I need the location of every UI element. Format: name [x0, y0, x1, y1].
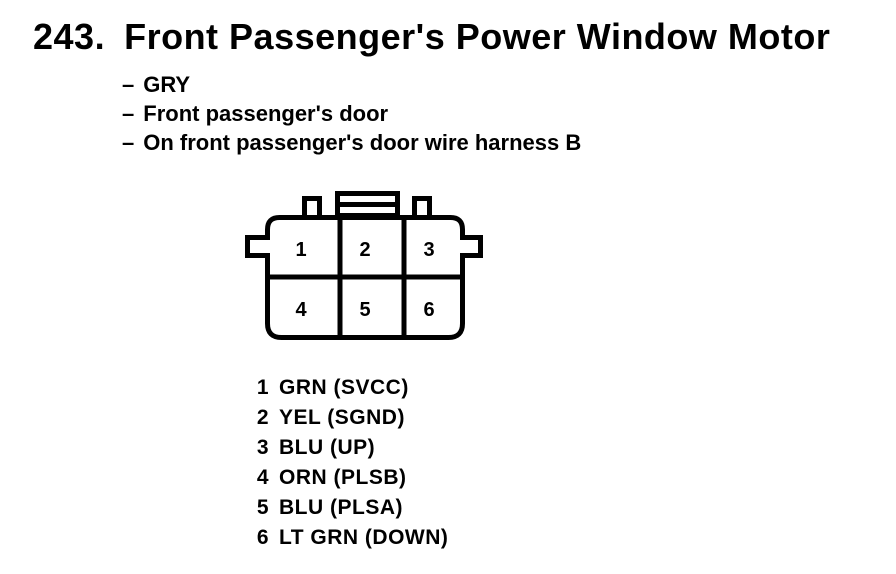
pin-wire-label: BLU (PLSA) [279, 496, 403, 519]
connector-center-latch [335, 191, 400, 218]
pin-wire-label: BLU (UP) [279, 436, 376, 459]
pin-number: 4 [256, 466, 269, 489]
cavity-2: 2 [359, 239, 370, 261]
note-text-harness: On front passenger's door wire harness B [143, 130, 582, 155]
pin-list: 1 GRN (SVCC) 2 YEL (SGND) 3 BLU (UP) 4 O… [256, 373, 448, 553]
note-text-location: Front passenger's door [143, 101, 389, 126]
pin-number: 6 [256, 526, 269, 549]
pin-wire-label: ORN (PLSB) [279, 466, 407, 489]
figure-title: Front Passenger's Power Window Motor [124, 16, 831, 57]
pin-row: 4 ORN (PLSB) [256, 463, 448, 493]
cavity-3: 3 [423, 239, 434, 261]
cavity-6: 6 [423, 299, 434, 321]
pin-row: 2 YEL (SGND) [256, 403, 448, 433]
cavity-1: 1 [295, 239, 306, 261]
note-line: – Front passenger's door [122, 99, 581, 128]
note-line: – On front passenger's door wire harness… [122, 128, 581, 157]
pin-number: 1 [256, 376, 269, 399]
cavity-5: 5 [359, 299, 370, 321]
pin-wire-label: LT GRN (DOWN) [279, 526, 449, 549]
connector-left-tab [302, 196, 322, 219]
pin-row: 6 LT GRN (DOWN) [256, 523, 448, 553]
cavity-4: 4 [295, 299, 307, 321]
connector-left-wing [245, 235, 270, 258]
pin-number: 2 [256, 406, 269, 429]
dash-bullet: – [122, 130, 135, 155]
pin-number: 3 [256, 436, 269, 459]
pin-wire-label: GRN (SVCC) [279, 376, 409, 399]
pin-wire-label: YEL (SGND) [279, 406, 405, 429]
note-text-color: GRY [143, 72, 191, 97]
figure-number: 243. [33, 16, 106, 57]
note-line: – GRY [122, 70, 581, 99]
pin-row: 1 GRN (SVCC) [256, 373, 448, 403]
connector-grid [267, 216, 463, 338]
connector-right-wing [460, 235, 483, 258]
page-title: 243. Front Passenger's Power Window Moto… [33, 16, 830, 58]
dash-bullet: – [122, 101, 135, 126]
pin-row: 3 BLU (UP) [256, 433, 448, 463]
pin-number: 5 [256, 496, 269, 519]
dash-bullet: – [122, 72, 135, 97]
connector-right-tab [412, 196, 432, 219]
connector-notes: – GRY – Front passenger's door – On fron… [122, 70, 581, 157]
pin-row: 5 BLU (PLSA) [256, 493, 448, 523]
connector-diagram: 1 2 3 4 5 6 [240, 185, 490, 345]
